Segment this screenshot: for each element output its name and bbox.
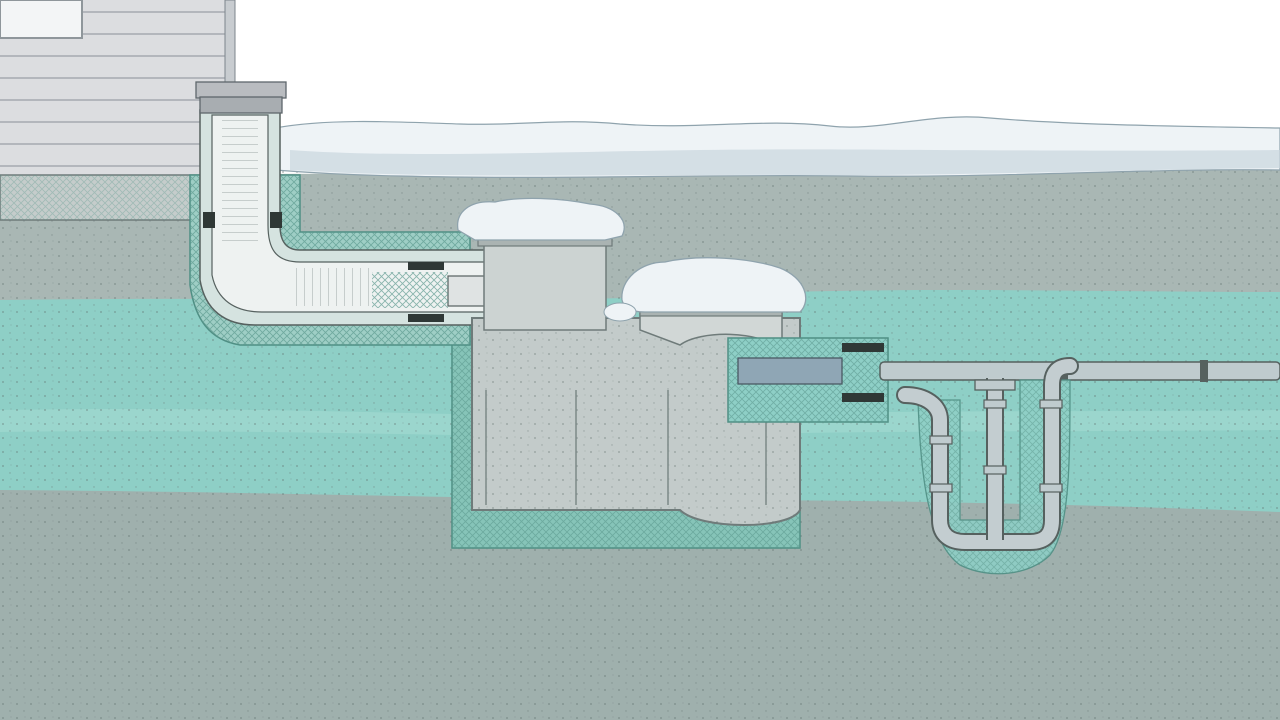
snow-cap-outlet [621, 257, 807, 313]
pipe-clamps [203, 212, 444, 322]
house-siding [0, 0, 232, 178]
window [0, 0, 83, 39]
snow-shadow [290, 149, 1280, 176]
distribution-trap [896, 357, 1079, 575]
tank-riser-inlet [477, 235, 613, 331]
outlet-plug [737, 357, 843, 385]
downspout [195, 0, 287, 114]
snow-cap-inlet [457, 197, 625, 241]
snow-clump [603, 302, 637, 322]
septic-tank [471, 317, 801, 526]
outlet-pipe [727, 337, 1280, 423]
